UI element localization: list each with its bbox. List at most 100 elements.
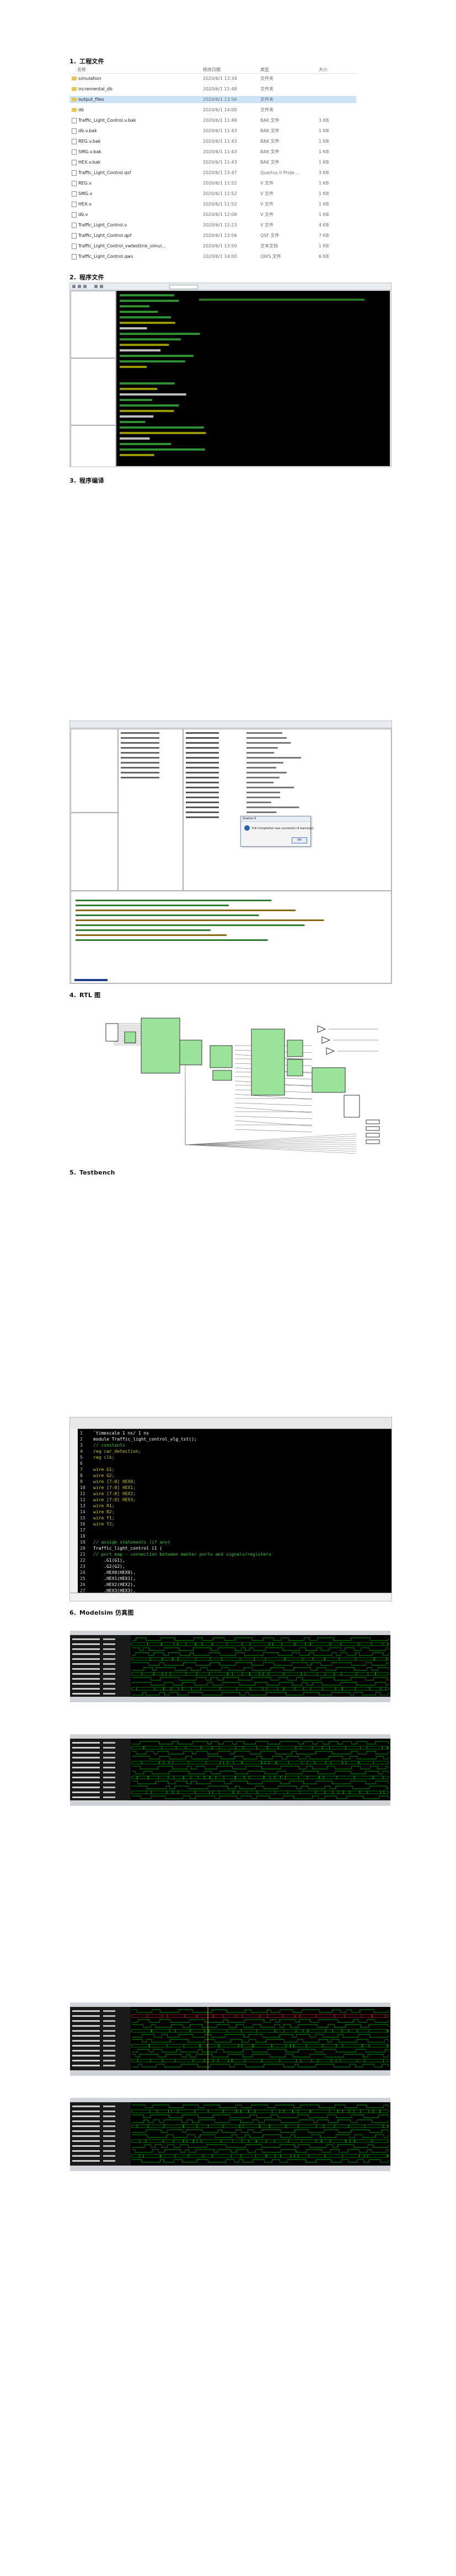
message-line — [76, 939, 268, 941]
file-size: 1 KB — [319, 149, 329, 154]
code-view[interactable] — [116, 291, 390, 466]
file-size: 1 KB — [319, 160, 329, 165]
code-line: wire G2; — [93, 1473, 115, 1478]
file-type: BAK 文件 — [260, 160, 280, 165]
play-icon[interactable] — [100, 285, 103, 288]
wave-signal-name — [72, 1792, 100, 1793]
line-number: 4 — [80, 1449, 83, 1454]
modelsim-wave-2 — [70, 1734, 390, 1806]
code-line-mark — [120, 426, 204, 429]
line-number: 5 — [80, 1455, 83, 1460]
line-number: 1 — [80, 1431, 83, 1436]
wave-signal-name — [72, 2145, 100, 2147]
wave-signal-value — [103, 2040, 115, 2042]
dialog-ok-button[interactable]: OK — [292, 837, 307, 843]
rtl-wire — [234, 1107, 313, 1113]
project-select[interactable] — [169, 285, 198, 289]
wave-bus-segment — [375, 1672, 389, 1676]
file-type: BAK 文件 — [260, 149, 280, 154]
line-number: 19 — [80, 1540, 85, 1545]
folder-icon — [72, 108, 77, 112]
wave-signal-name — [72, 2155, 100, 2157]
rtl-wire — [234, 1094, 313, 1100]
file-size: 1 KB — [319, 139, 329, 144]
summary-value — [246, 772, 287, 773]
rtl-wire — [185, 1140, 357, 1145]
wave-signal-name — [72, 1648, 100, 1650]
file-size: 1 KB — [319, 128, 329, 133]
compile-icon[interactable] — [94, 285, 98, 288]
code-line: .HEX1(HEX1), — [93, 1576, 136, 1581]
line-number: 14 — [80, 1509, 85, 1514]
summary-label — [186, 792, 219, 793]
file-row[interactable]: Traffic_Light_Control_vwtestlink_simul..… — [69, 242, 356, 250]
file-name: Traffic_Light_Control.v — [78, 223, 127, 228]
code-line-mark — [120, 421, 146, 423]
line-number: 11 — [80, 1491, 85, 1496]
code-line: module Traffic_light_control_vlg_tst(); — [93, 1437, 197, 1442]
wave-signal-name — [72, 2106, 100, 2107]
file-name: REG.v — [78, 181, 92, 186]
file-type: Quartus II Proje... — [260, 170, 299, 175]
wave-signal-value — [103, 1673, 115, 1675]
rtl-block — [287, 1059, 303, 1076]
code-lines-sketch — [120, 294, 364, 456]
file-size: 7 KB — [319, 233, 329, 238]
wave-signal-name — [72, 1796, 100, 1798]
file-name: Traffic_Light_Control.v.bak — [78, 118, 136, 123]
save-icon[interactable] — [83, 285, 87, 288]
file-icon — [72, 170, 77, 176]
column-size[interactable]: 大小 — [319, 67, 328, 72]
rtl-wire — [234, 1102, 313, 1106]
line-number: 21 — [80, 1552, 85, 1557]
wave-signal-name — [72, 2130, 100, 2132]
file-date: 2020/6/1 11:52 — [203, 202, 237, 207]
folder-icon — [72, 87, 77, 91]
open-icon[interactable] — [78, 285, 81, 288]
wave-signal-value — [103, 2155, 115, 2157]
column-name[interactable]: 名称 — [77, 67, 86, 72]
wave-area — [131, 2007, 390, 2070]
line-number: 15 — [80, 1516, 85, 1520]
wave-signal-value — [103, 2110, 115, 2112]
file-size: 6 KB — [319, 254, 329, 259]
line-number: 24 — [80, 1570, 85, 1575]
file-icon — [72, 212, 77, 218]
wave-toolbar — [70, 2098, 390, 2102]
wave-signal-value — [103, 1772, 115, 1773]
file-size: 3 KB — [319, 170, 329, 175]
column-type[interactable]: 类型 — [260, 67, 269, 72]
code-line: Traffic_light_control i1 ( — [93, 1546, 163, 1551]
summary-label — [186, 802, 219, 803]
wave-signal-name — [72, 1772, 100, 1773]
wave-signal-value — [103, 2055, 115, 2057]
file-icon — [72, 233, 77, 239]
file-name: SMG.v — [78, 191, 93, 196]
rtl-wire — [185, 1144, 357, 1148]
rtl-wire — [185, 1144, 357, 1154]
testbench-statusbar — [70, 1593, 391, 1601]
column-date[interactable]: 修改日期 — [203, 67, 221, 72]
file-icon — [72, 202, 77, 207]
file-icon — [72, 160, 77, 165]
summary-label — [186, 777, 219, 778]
new-icon[interactable] — [72, 285, 76, 288]
